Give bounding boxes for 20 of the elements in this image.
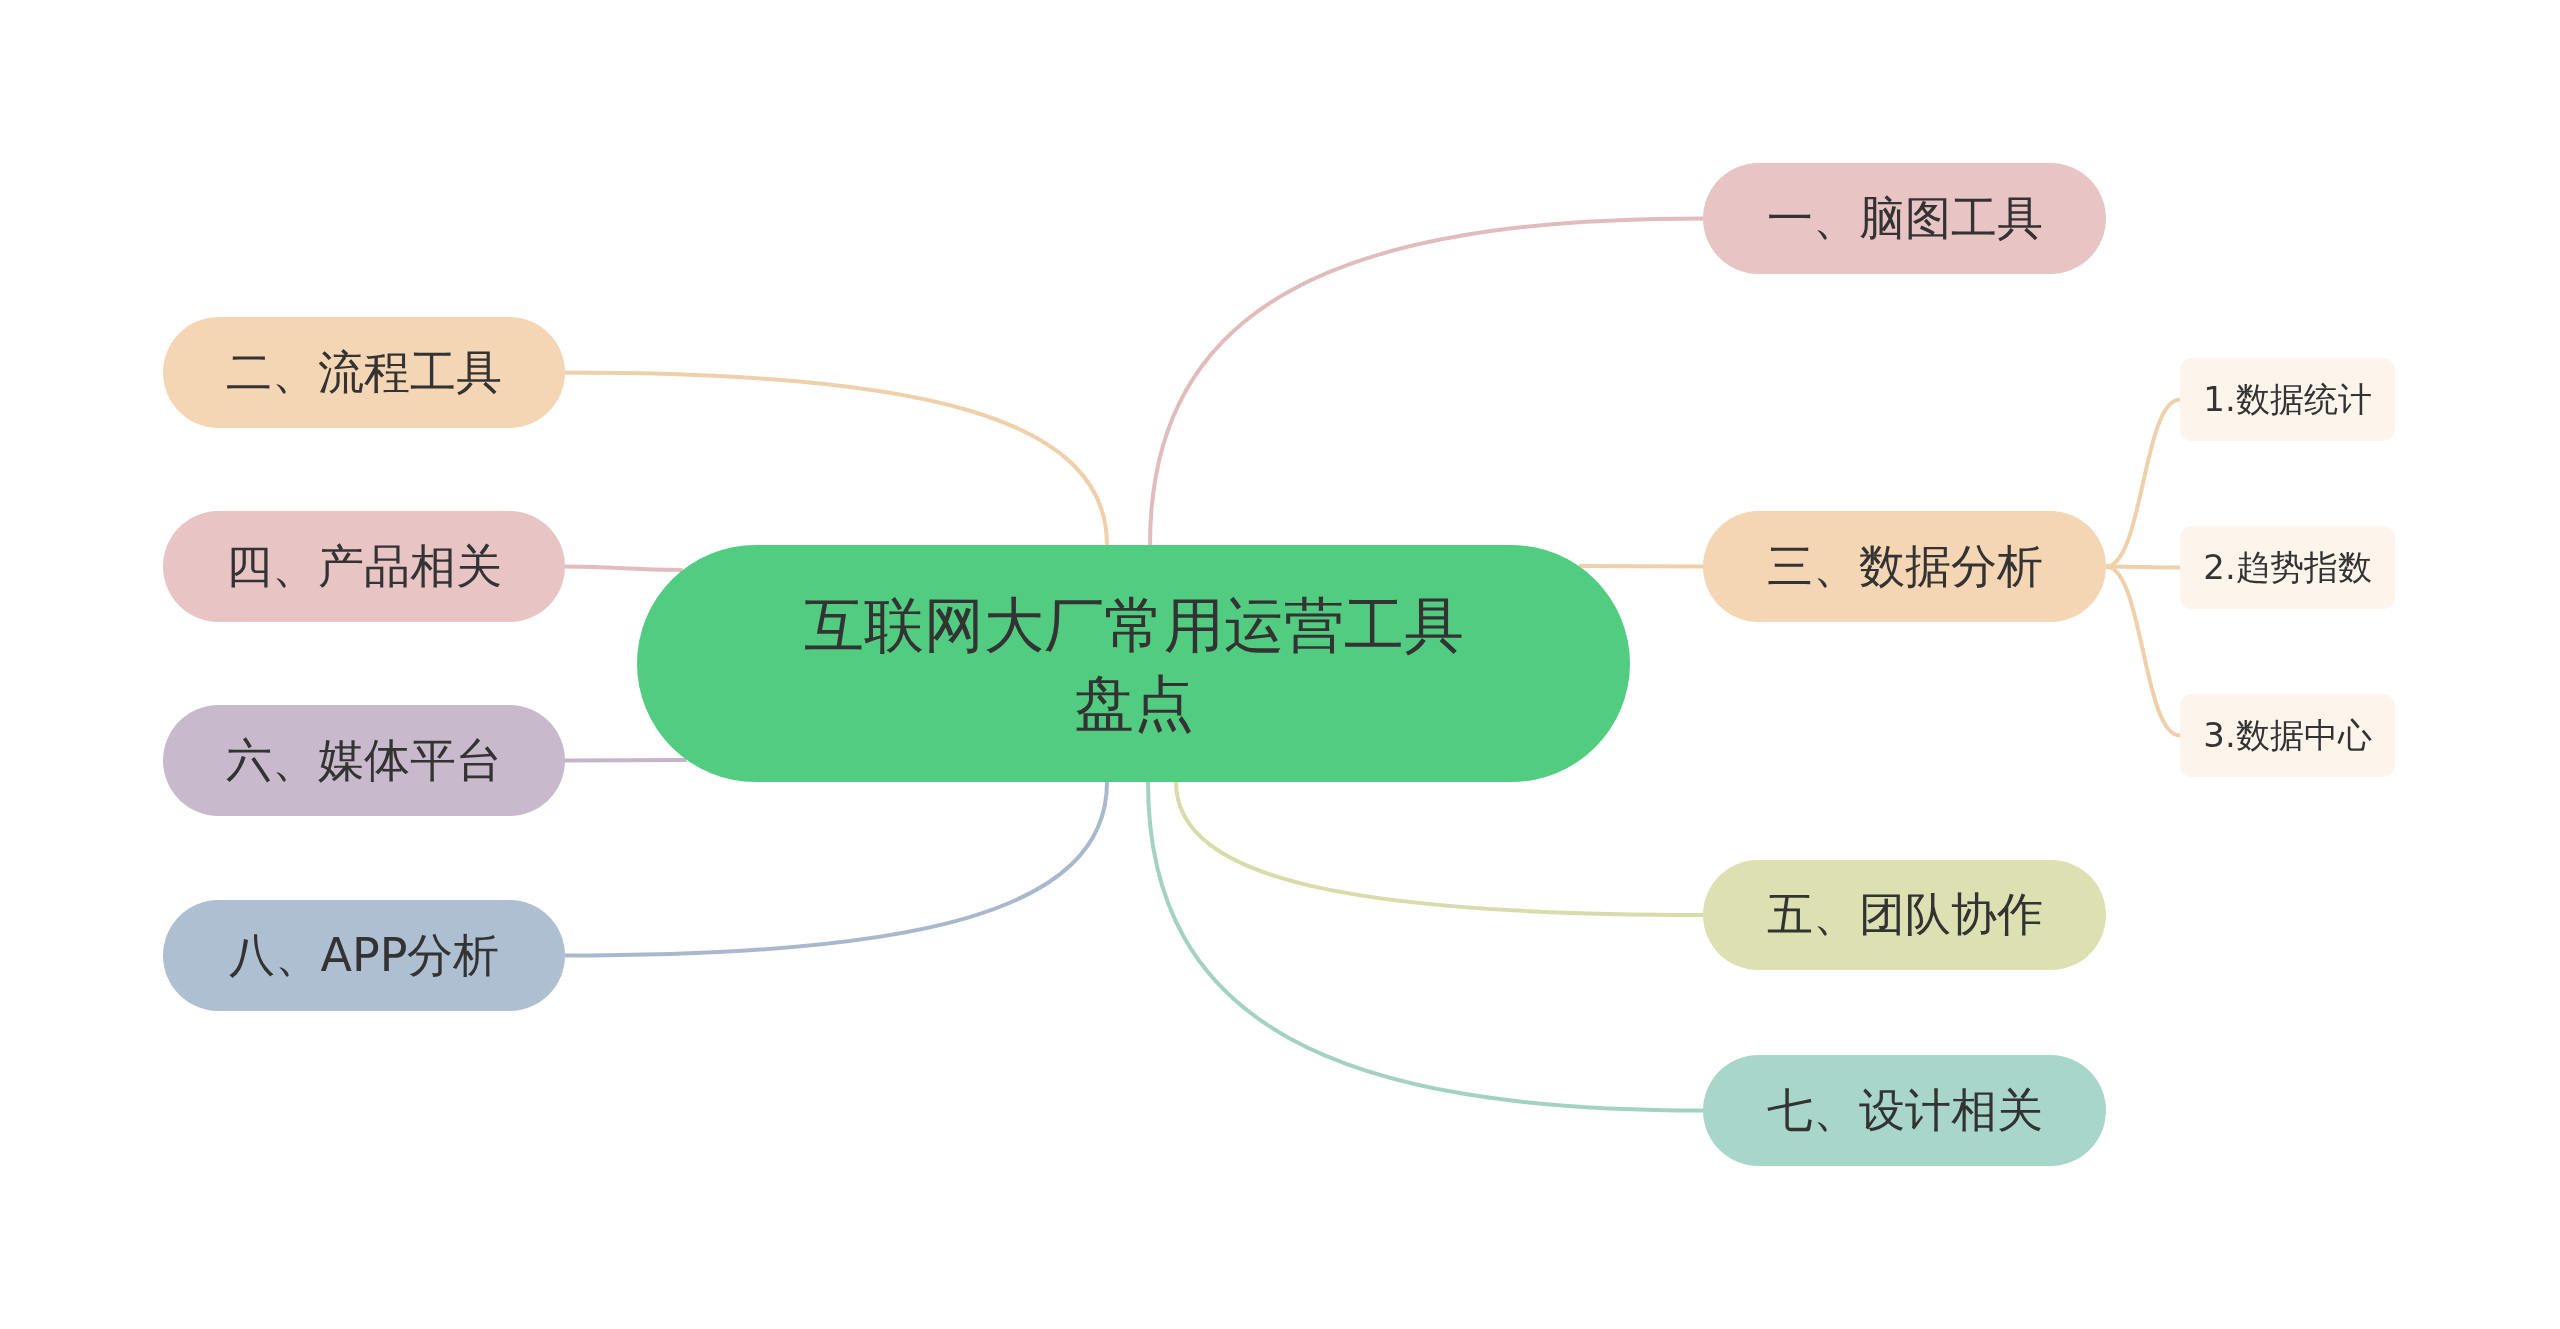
topic-pill: 八、APP分析 <box>163 900 565 1011</box>
connector-line <box>565 564 683 572</box>
topic-pill: 四、产品相关 <box>163 511 565 622</box>
topic-pill: 七、设计相关 <box>1703 1055 2106 1166</box>
connector-line <box>1174 781 1703 917</box>
connector-line <box>1148 216 1704 546</box>
connector-line <box>1578 564 1703 569</box>
subtopic-box: 1.数据统计 <box>2180 358 2395 441</box>
connector-line <box>564 781 1109 958</box>
topic-pill: 一、脑图工具 <box>1703 163 2106 274</box>
subtopic-box: 3.数据中心 <box>2180 694 2395 777</box>
topic-pill: 二、流程工具 <box>163 317 565 428</box>
central-topic: 互联网大厂常用运营工具盘点 <box>637 545 1630 782</box>
connector-line <box>564 370 1109 546</box>
topic-pill: 三、数据分析 <box>1703 511 2106 622</box>
connector-line <box>565 758 687 763</box>
subtopic-box: 2.趋势指数 <box>2180 526 2395 609</box>
topic-pill: 五、团队协作 <box>1703 860 2106 970</box>
connector-line <box>1146 781 1704 1113</box>
topic-pill: 六、媒体平台 <box>163 705 565 816</box>
